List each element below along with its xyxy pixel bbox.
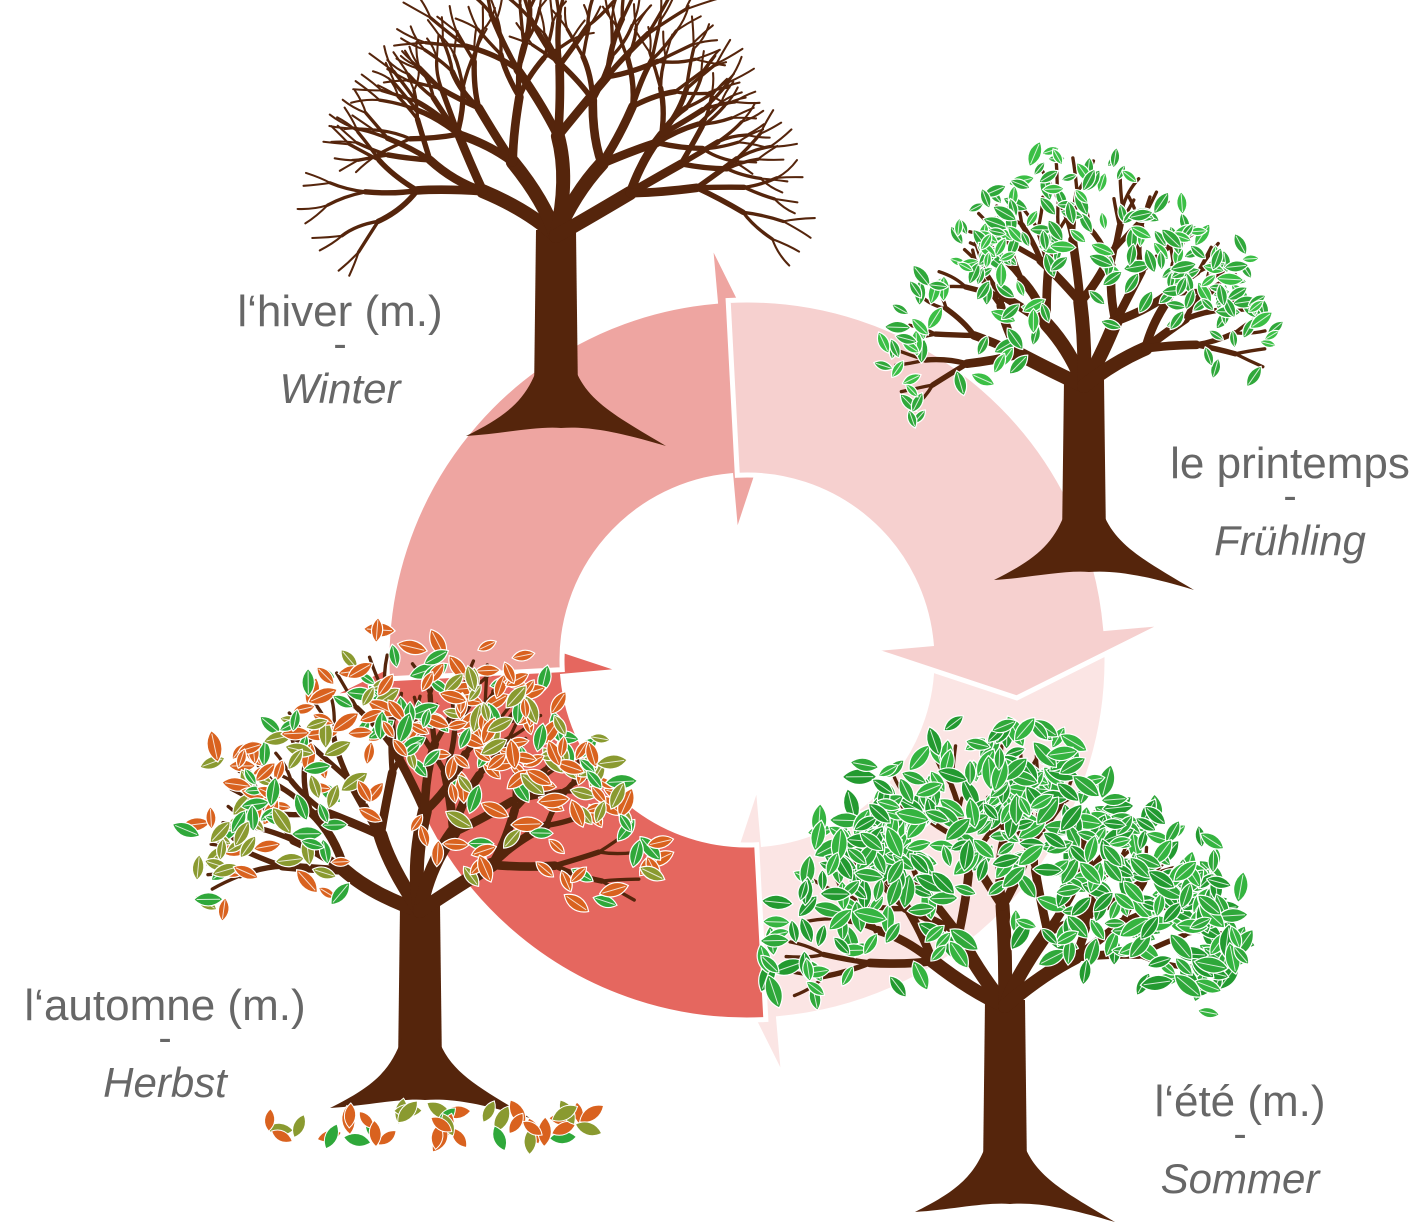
autumn-german: Herbst: [103, 1059, 227, 1106]
summer-german: Sommer: [1160, 1155, 1320, 1202]
spring-tree-roots: [994, 510, 1194, 590]
winter-separator: -: [333, 322, 347, 366]
autumn-tree-roots: [330, 1038, 530, 1118]
autumn-tree-leaves: [171, 616, 675, 923]
arrow-spring-to-summer: [725, 297, 1169, 701]
summer-label: l‘été (m.) - Sommer: [1110, 1080, 1370, 1200]
spring-separator: -: [1283, 474, 1297, 518]
summer-french: l‘été (m.): [1154, 1077, 1326, 1126]
autumn-label: l‘automne (m.) - Herbst: [0, 984, 330, 1104]
autumn-separator: -: [158, 1016, 172, 1060]
summer-tree: [756, 715, 1256, 1222]
winter-german: Winter: [279, 365, 401, 412]
winter-french: l‘hiver (m.): [237, 287, 443, 336]
spring-tree-leaves: [872, 140, 1284, 429]
summer-tree-roots: [915, 1142, 1115, 1222]
winter-tree-roots: [466, 366, 666, 446]
summer-tree-leaves: [756, 715, 1256, 1019]
arrow-winter-to-spring: [384, 238, 788, 682]
autumn-french: l‘automne (m.): [24, 981, 306, 1030]
autumn-tree-fallen-leaves: [264, 1097, 605, 1156]
spring-tree-trunk: [1062, 380, 1106, 540]
autumn-tree-trunk: [398, 905, 442, 1068]
spring-label: le printemps - Frühling: [1140, 442, 1428, 562]
winter-tree-branches: [296, 0, 816, 277]
summer-tree-trunk: [983, 1000, 1027, 1172]
spring-french: le printemps: [1170, 439, 1410, 488]
winter-tree-trunk: [534, 230, 578, 396]
spring-german: Frühling: [1214, 517, 1366, 564]
winter-tree: [296, 0, 816, 446]
spring-tree: [872, 140, 1284, 590]
winter-label: l‘hiver (m.) - Winter: [200, 290, 480, 410]
summer-separator: -: [1233, 1112, 1247, 1156]
autumn-tree: [171, 616, 675, 1156]
